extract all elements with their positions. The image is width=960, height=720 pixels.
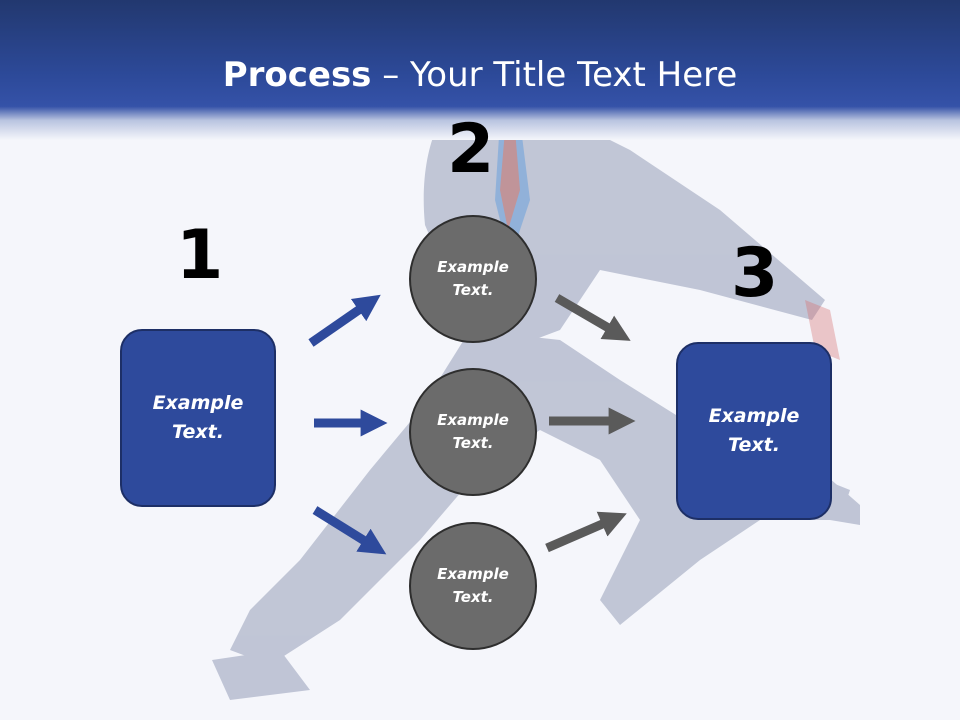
right-box-text: Example Text.	[708, 405, 800, 456]
step-number-2: 2	[447, 110, 495, 189]
right-box: Example Text.	[676, 342, 832, 520]
slide-title: Process – Your Title Text Here	[0, 52, 960, 98]
circle-top-text: Example Text.	[437, 258, 509, 299]
circle-bottom: Example Text.	[409, 522, 537, 650]
circle-middle-text: Example Text.	[437, 411, 509, 452]
title-bold: Process	[222, 55, 372, 95]
step-number-1: 1	[176, 216, 224, 295]
arrow-to-top-circle	[308, 294, 381, 347]
arrow-from-top-circle	[554, 294, 631, 341]
arrow-from-bottom-circle	[545, 511, 627, 553]
circle-middle: Example Text.	[409, 368, 537, 496]
left-box: Example Text.	[120, 329, 276, 507]
step-number-3: 3	[731, 234, 779, 313]
title-rest: – Your Title Text Here	[371, 55, 738, 95]
circle-bottom-text: Example Text.	[437, 565, 509, 606]
header-band	[0, 0, 960, 140]
circle-top: Example Text.	[409, 215, 537, 343]
arrow-to-bottom-circle	[312, 506, 387, 555]
left-box-text: Example Text.	[152, 392, 244, 443]
